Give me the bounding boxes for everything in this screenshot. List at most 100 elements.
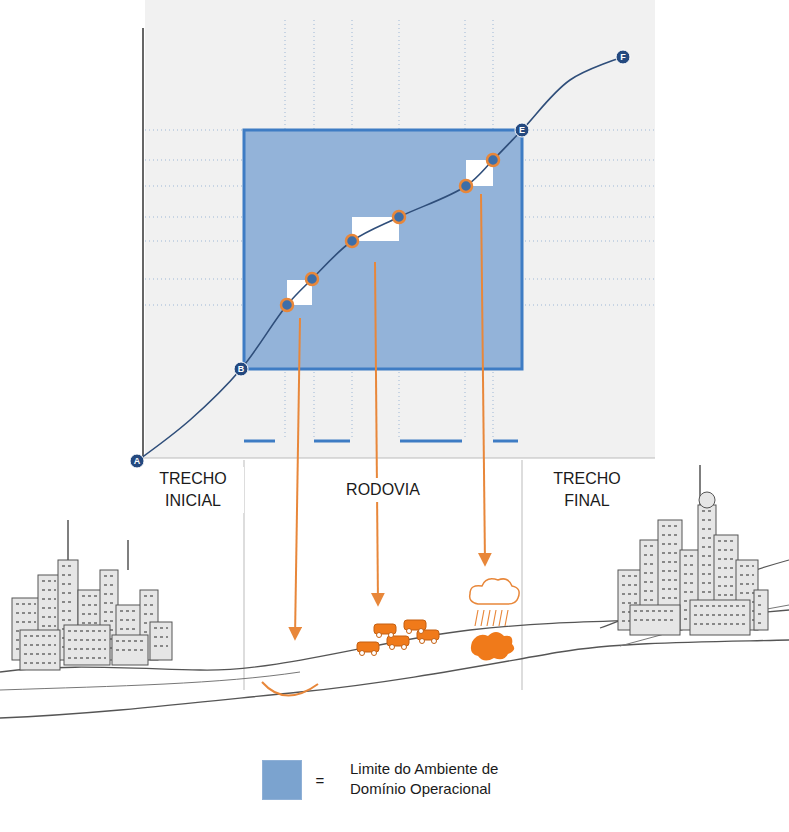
windows	[702, 582, 712, 584]
odd-dash	[314, 440, 350, 443]
section-label: TRECHO INICIAL	[142, 467, 244, 512]
windows	[662, 597, 678, 599]
windows	[120, 610, 138, 612]
windows	[82, 622, 98, 624]
windows	[718, 567, 734, 569]
windows	[718, 585, 734, 587]
windows	[662, 561, 678, 563]
windows	[622, 575, 638, 577]
legend-swatch	[262, 760, 302, 800]
legend-equals: =	[316, 772, 325, 789]
windows	[718, 576, 734, 578]
windows	[82, 595, 98, 597]
windows	[82, 613, 98, 615]
windows	[42, 625, 56, 627]
windows	[718, 549, 734, 551]
odd-dash	[244, 440, 275, 443]
windows	[662, 579, 678, 581]
windows	[62, 583, 74, 585]
windows	[144, 613, 154, 615]
windows	[42, 616, 56, 618]
windows	[68, 639, 106, 641]
windows	[684, 555, 696, 557]
windows	[758, 622, 764, 624]
windows	[684, 591, 696, 593]
windows	[740, 565, 754, 567]
grid	[145, 20, 655, 440]
point-label: F	[620, 53, 626, 62]
tower-top	[699, 492, 715, 508]
windows	[42, 589, 56, 591]
windows	[144, 604, 154, 606]
odd-segments	[244, 441, 518, 442]
windows	[42, 580, 56, 582]
car	[404, 620, 426, 634]
windows	[104, 602, 114, 604]
building	[690, 600, 750, 635]
rain-drop	[493, 610, 496, 626]
point-label: B	[238, 365, 245, 374]
odd-dash	[493, 440, 518, 443]
curve-hazard	[262, 682, 318, 696]
rain-drop	[499, 610, 502, 626]
spire	[67, 520, 69, 560]
route-point	[130, 454, 144, 468]
windows	[644, 590, 656, 592]
windows	[622, 593, 638, 595]
windows	[662, 588, 678, 590]
windows	[62, 565, 74, 567]
windows	[702, 546, 712, 548]
windows	[662, 543, 678, 545]
section-label: RODOVIA	[332, 478, 434, 502]
legend-text: Limite do Ambiente de Domínio Operaciona…	[350, 759, 550, 800]
windows	[62, 574, 74, 576]
point-label: A	[134, 457, 141, 466]
rain-drop	[487, 610, 490, 626]
odd-dash	[400, 440, 462, 443]
windows	[662, 525, 678, 527]
windows	[702, 519, 712, 521]
windows	[718, 540, 734, 542]
event-point	[393, 211, 405, 223]
windows	[104, 575, 114, 577]
windows	[758, 604, 764, 606]
windows	[120, 628, 138, 630]
windows	[68, 648, 106, 650]
windows	[104, 611, 114, 613]
windows	[644, 581, 656, 583]
windows	[702, 528, 712, 530]
event-point	[281, 299, 293, 311]
road-lane	[0, 672, 300, 690]
windows	[684, 564, 696, 566]
windows	[116, 649, 144, 651]
building	[630, 605, 680, 635]
pointer-arrow	[375, 262, 378, 604]
windows	[16, 621, 36, 623]
windows	[42, 598, 56, 600]
windows	[24, 635, 56, 637]
windows	[116, 640, 144, 642]
windows	[662, 534, 678, 536]
windows	[104, 620, 114, 622]
windows	[702, 537, 712, 539]
odd-boundary	[244, 130, 522, 369]
windows	[68, 630, 106, 632]
windows	[644, 563, 656, 565]
route-point	[616, 50, 630, 64]
odd-gaps	[287, 160, 493, 305]
windows	[154, 636, 168, 638]
event-point	[460, 180, 472, 192]
windows	[684, 573, 696, 575]
building	[64, 625, 110, 665]
windows	[144, 595, 154, 597]
y-axis	[142, 28, 144, 462]
rain-drop	[475, 610, 478, 626]
windows	[68, 657, 106, 659]
windows	[24, 662, 56, 664]
windows	[16, 612, 36, 614]
rain-drop	[505, 610, 508, 626]
rain	[475, 610, 508, 626]
windows	[702, 555, 712, 557]
section-divider	[522, 460, 523, 690]
